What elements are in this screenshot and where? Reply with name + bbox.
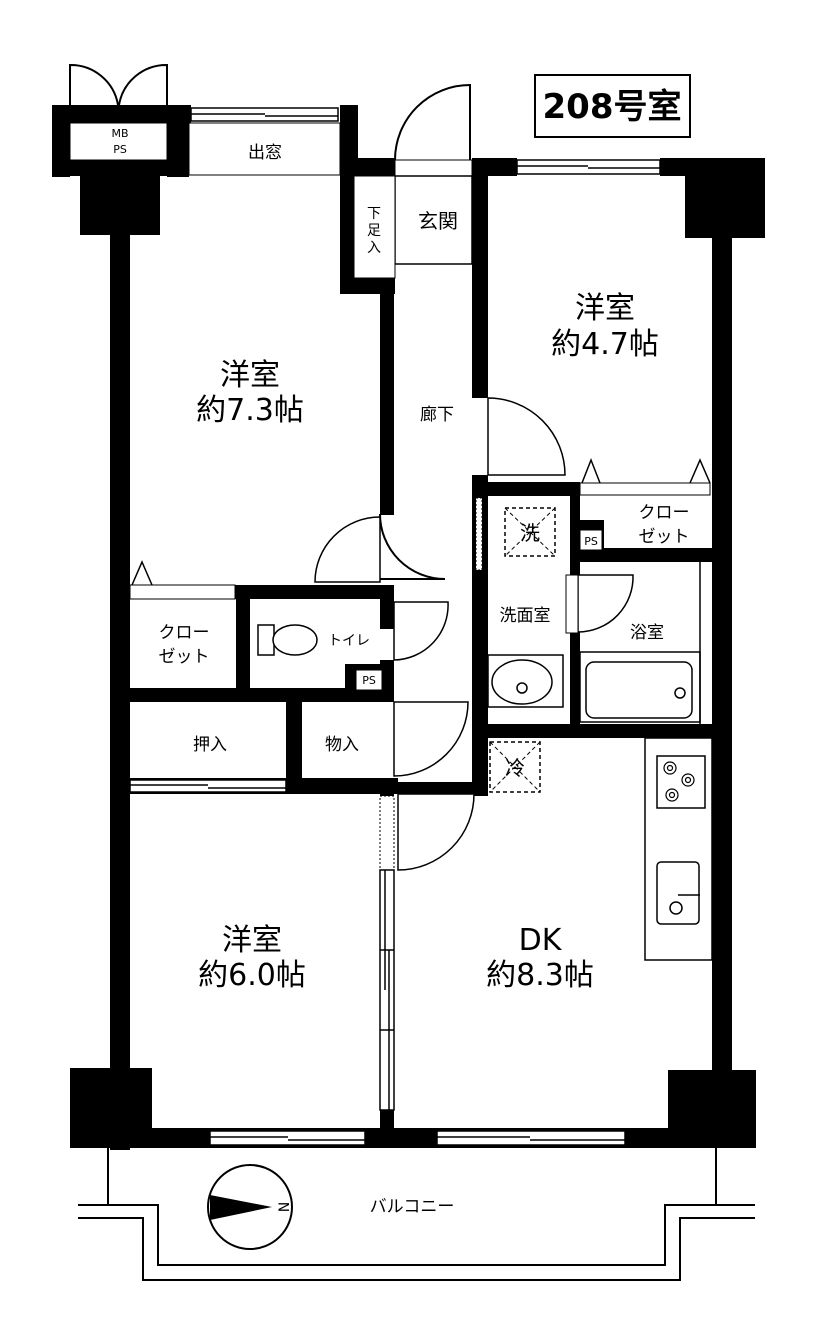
mb-door-left (69, 63, 119, 106)
entrance-label: 玄関 (418, 209, 458, 233)
shoe-label-1: 下 (367, 206, 381, 222)
door-toilet[interactable] (393, 601, 449, 661)
door-bath[interactable] (577, 574, 634, 633)
door-western-7[interactable] (379, 513, 446, 580)
window-western4 (516, 159, 661, 175)
door-western-7-swing[interactable] (314, 516, 381, 583)
bathtub-drain (674, 687, 686, 699)
door-dk[interactable] (397, 793, 475, 871)
mb-door-right (118, 63, 168, 106)
ps-box-toilet (355, 669, 383, 691)
closet-right-handle-2 (689, 458, 711, 484)
closet-left-door[interactable] (129, 584, 236, 600)
shoe-storage (353, 175, 396, 279)
closet-right-label-2: ゼット (639, 527, 690, 547)
closet-left-label-2: ゼット (159, 647, 210, 667)
stove (656, 755, 706, 809)
mb-ps-label: PS (113, 143, 127, 156)
storage-label: 物入 (325, 735, 359, 755)
door-storage[interactable] (393, 701, 469, 777)
bathtub (585, 661, 693, 719)
washroom-sliding-door[interactable] (475, 497, 483, 571)
room-western-6-name: 洋室 (222, 923, 282, 958)
toilet-bowl (272, 624, 318, 656)
mb-ps-box (69, 122, 168, 161)
hallway-label: 廊下 (420, 405, 454, 425)
shoe-label-3: 入 (367, 240, 381, 256)
window-western-6[interactable] (209, 1130, 366, 1146)
sink-basin (491, 659, 553, 705)
oshiire-label: 押入 (193, 735, 227, 755)
bath-door-frame (565, 574, 579, 634)
closet-left-handle (131, 560, 153, 586)
demado-window (190, 107, 339, 122)
closet-right-label-1: クロー (639, 503, 690, 523)
washer-space (504, 507, 556, 557)
ps-box-right (579, 529, 603, 551)
sink-drain (516, 682, 528, 694)
entrance-door[interactable] (394, 83, 471, 161)
balcony-label: バルコニー (370, 1197, 455, 1217)
bath-label: 浴室 (630, 623, 664, 643)
demado-box (188, 122, 341, 176)
compass-n-label: N (277, 1202, 293, 1212)
entrance-area (394, 175, 473, 265)
unit-title-box (534, 74, 691, 138)
outer-walls (52, 105, 765, 1150)
washer-label: 洗 (520, 521, 540, 545)
room-western-7-size: 約7.3帖 (196, 393, 304, 428)
partition-sliding-door[interactable] (379, 869, 395, 1111)
entrance-threshold (394, 159, 473, 177)
room-western-6-size: 約6.0帖 (198, 958, 306, 993)
room-western-4-name: 洋室 (575, 291, 635, 326)
kitchen-sink (656, 861, 700, 925)
fridge-space (489, 741, 541, 793)
room-dk-size: 約8.3帖 (486, 958, 594, 993)
compass-needle (210, 1195, 272, 1220)
stove-burners (663, 761, 695, 802)
door-western-4[interactable] (487, 397, 566, 476)
window-dk[interactable] (436, 1130, 626, 1146)
partition-hatched (379, 795, 395, 871)
room-dk-name: DK (519, 923, 563, 958)
fridge-label: 冷 (505, 756, 525, 780)
mb-label: MB (111, 127, 128, 140)
unit-title: 208号室 (543, 87, 682, 127)
closet-right-handle-1 (581, 457, 601, 484)
demado-label: 出窓 (248, 143, 282, 163)
room-western-7-name: 洋室 (220, 358, 280, 393)
shoe-label-2: 足 (367, 223, 381, 239)
closet-left-label-1: クロー (159, 623, 210, 643)
toilet-label: トイレ (328, 633, 370, 649)
kitchen-sink-drain (669, 901, 683, 915)
closet-right-door[interactable] (579, 482, 711, 496)
balcony-outline (78, 1148, 755, 1281)
oshiire-sliding-door[interactable] (129, 779, 287, 793)
washroom-label: 洗面室 (500, 606, 551, 626)
room-western-4-size: 約4.7帖 (551, 327, 659, 362)
toilet-tank (257, 624, 275, 656)
ps-label-toilet: PS (362, 674, 376, 687)
ps-label-right: PS (584, 535, 598, 548)
